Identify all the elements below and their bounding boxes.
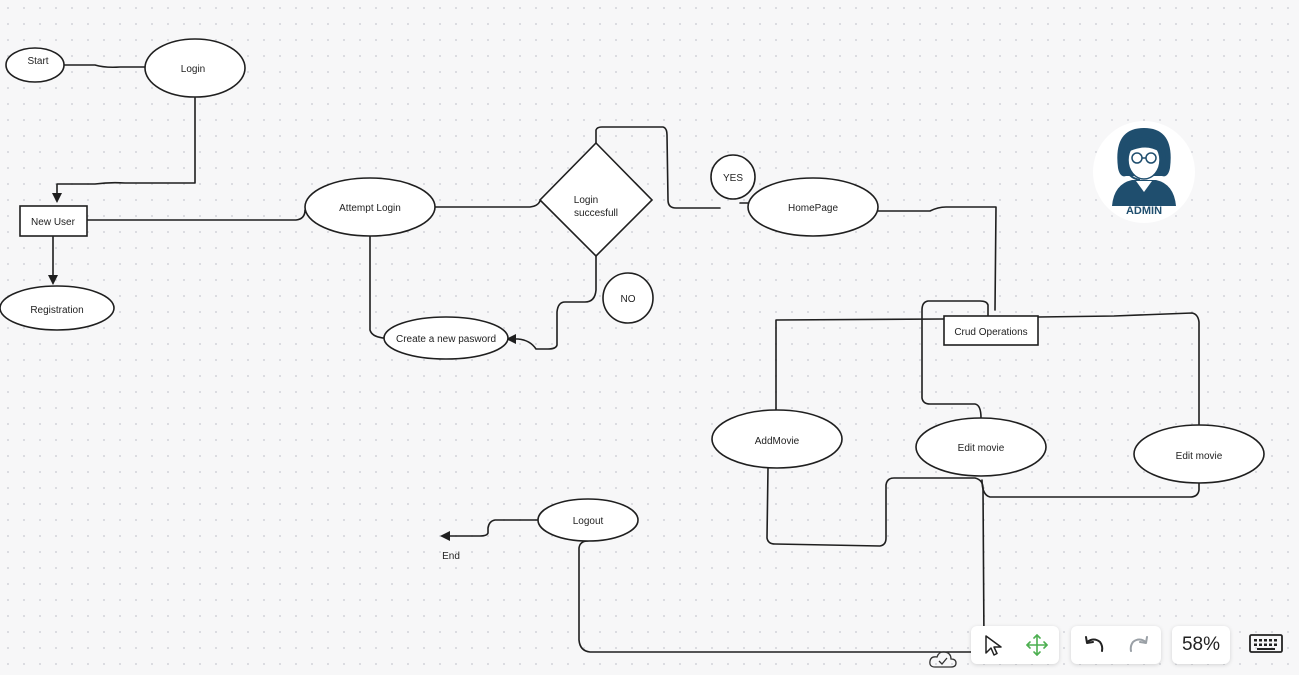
homepage-node[interactable] xyxy=(747,177,879,237)
login-decision-node[interactable] xyxy=(538,141,654,258)
admin-fringe xyxy=(1128,139,1160,152)
connector-crud-editmovie2 xyxy=(1037,312,1200,425)
end-label: End xyxy=(442,551,460,562)
logout-node[interactable] xyxy=(537,498,639,542)
login-node[interactable] xyxy=(144,38,246,98)
crud-operations-label: Crud Operations xyxy=(954,327,1027,338)
admin-avatar[interactable]: ADMIN xyxy=(1093,121,1195,223)
addmovie-node[interactable] xyxy=(711,409,843,469)
connector-crud-addmovie xyxy=(775,318,945,411)
connector-editmovie-logout-return xyxy=(578,487,985,653)
start-label: Start xyxy=(27,56,48,67)
decision-label-line2: succesfull xyxy=(574,208,618,219)
move-icon[interactable] xyxy=(1021,629,1053,661)
connector-decision-yes xyxy=(595,126,721,209)
connector-newuser-attemptlogin xyxy=(86,209,306,221)
connector-editmovie2-back xyxy=(981,479,1200,498)
connector-login-newuser xyxy=(52,97,196,203)
decision-label-line1: Login xyxy=(574,195,598,206)
connector-homepage-crud xyxy=(877,206,997,311)
create-password-label: Create a new pasword xyxy=(396,334,496,345)
yes-label: YES xyxy=(723,173,743,184)
undo-icon[interactable] xyxy=(1078,629,1110,661)
zoom-level-label: 58% xyxy=(1181,634,1221,655)
edit-movie-node[interactable] xyxy=(915,417,1047,477)
zoom-level-button[interactable]: 58% xyxy=(1172,626,1230,664)
yes-node[interactable] xyxy=(710,154,756,200)
admin-label: ADMIN xyxy=(1126,205,1162,217)
attempt-login-label: Attempt Login xyxy=(339,203,401,214)
connector-attemptlogin-createpassword xyxy=(369,235,385,339)
new-user-node[interactable] xyxy=(19,205,88,237)
connector-crud-editmovie1 xyxy=(921,300,989,419)
keyboard-icon[interactable] xyxy=(1248,630,1284,658)
cloud-saved-icon[interactable] xyxy=(928,648,958,670)
new-user-label: New User xyxy=(31,217,76,228)
no-node[interactable] xyxy=(602,272,654,324)
redo-icon[interactable] xyxy=(1123,629,1155,661)
edit-movie-label: Edit movie xyxy=(958,443,1005,454)
connector-logout-end xyxy=(440,519,539,541)
connector-start-login xyxy=(63,64,146,69)
registration-label: Registration xyxy=(30,305,83,316)
logout-label: Logout xyxy=(573,516,604,527)
admin-body xyxy=(1112,180,1176,206)
select-arrow-icon[interactable] xyxy=(977,629,1009,661)
connector-decision-no xyxy=(506,255,597,350)
edit-movie-label-2: Edit movie xyxy=(1176,451,1223,462)
connector-attemptlogin-decision xyxy=(434,200,541,208)
no-label: NO xyxy=(621,294,636,305)
addmovie-label: AddMovie xyxy=(755,436,800,447)
create-password-node[interactable] xyxy=(383,316,509,360)
admin-headset xyxy=(1122,134,1166,161)
attempt-login-node[interactable] xyxy=(304,177,436,237)
registration-node[interactable] xyxy=(0,285,115,331)
history-toolbar xyxy=(1071,626,1161,664)
connector-addmovie-loop xyxy=(766,467,984,547)
start-node[interactable] xyxy=(5,47,65,83)
selection-toolbar xyxy=(971,626,1059,664)
homepage-label: HomePage xyxy=(788,203,838,214)
edit-movie-node-2[interactable] xyxy=(1133,424,1265,484)
crud-operations-node[interactable] xyxy=(943,315,1039,346)
login-label: Login xyxy=(181,64,205,75)
